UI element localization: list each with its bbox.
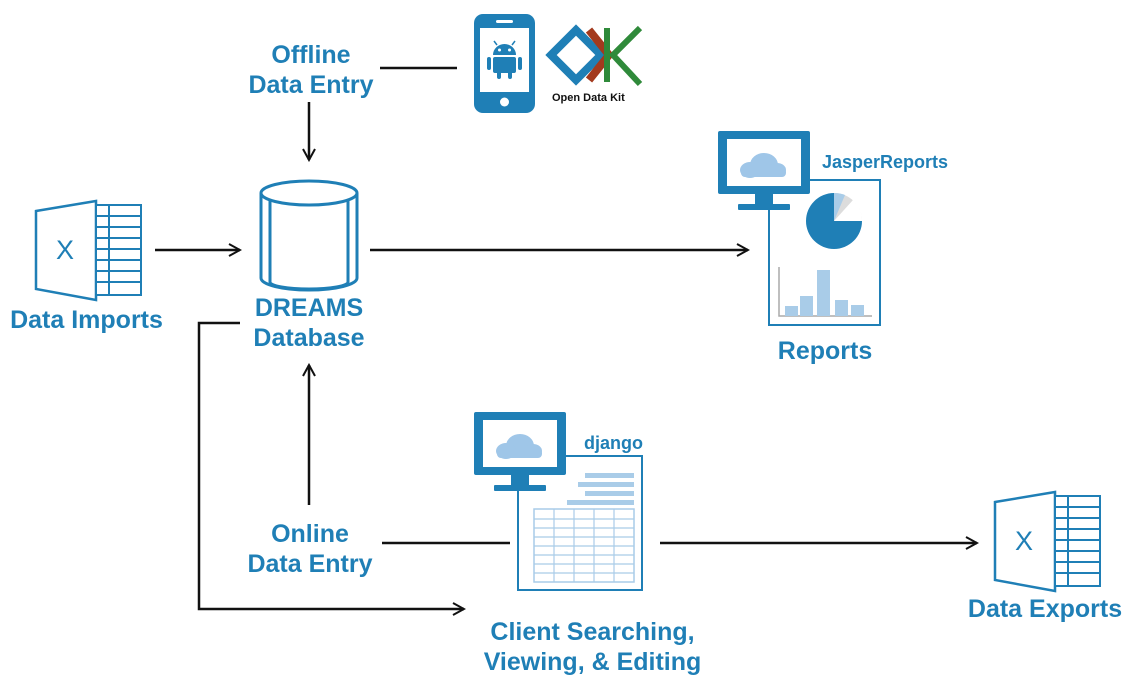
android-phone-icon [474,14,535,113]
connectors [155,66,977,609]
offline-data-entry-label: Offline Data Entry [246,40,376,100]
django-document [517,455,643,591]
client-searching-line2: Viewing, & Editing [483,648,702,676]
client-searching-label: Client Searching, Viewing, & Editing [470,617,715,677]
excel-letter: X [1014,526,1033,556]
client-searching-line1: Client Searching, [490,618,695,646]
jasper-reports-label: JasperReports [822,152,949,172]
offline-data-entry-line2: Data Entry [248,71,374,99]
dreams-database-label: DREAMS Database [239,293,379,353]
database-to-client-arrow [197,321,464,609]
open-data-kit-logo [545,24,643,87]
online-data-entry-label: Online Data Entry [245,519,375,579]
online-data-entry-line2: Data Entry [247,550,373,578]
data-exports-label: Data Exports [967,595,1123,623]
excel-file-icon [34,199,142,302]
offline-data-entry-line1: Offline [271,41,351,69]
excel-file-icon [993,490,1101,593]
database-cylinder-icon [259,179,359,292]
excel-letter: X [55,235,74,265]
dreams-database-line2: Database [253,324,365,352]
reports-label: Reports [777,337,873,365]
reports-document [768,179,881,326]
dreams-database-line1: DREAMS [254,294,364,322]
django-label: django [584,433,643,453]
data-imports-label: Data Imports [10,306,163,334]
online-data-entry-line1: Online [271,520,349,548]
open-data-kit-caption: Open Data Kit [552,92,625,104]
cloud-monitor-icon [718,131,810,210]
cloud-monitor-icon [474,412,566,491]
